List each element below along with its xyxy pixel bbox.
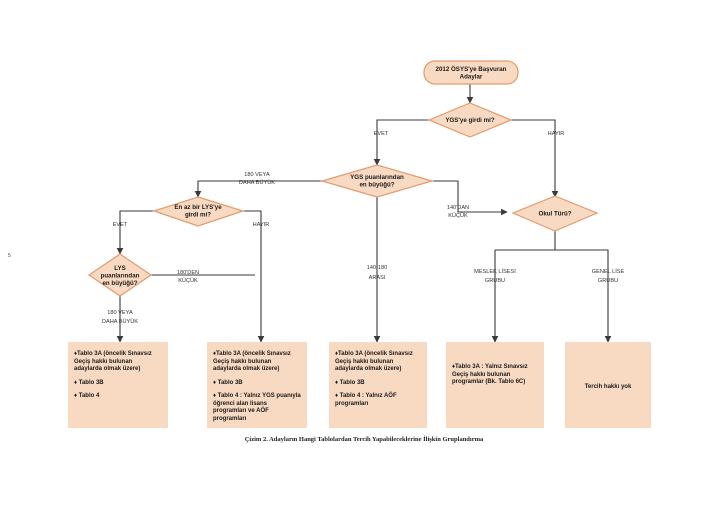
arrow-ygsscore-lt140 [432,180,508,216]
decision-ygs-label: YGS'ye girdi mi? [445,117,494,124]
label-lt180-a: 180'DEN [177,270,199,276]
label-range-a: 140-180 [367,265,388,271]
label-meslek-a: MESLEK LİSESİ [474,268,516,275]
label-hayir-2: HAYIR [253,222,270,228]
label-evet-1: EVET [374,131,389,137]
label-range-b: ARASI [369,275,386,281]
label-lt180-b: KÜÇÜK [178,277,198,284]
arrow-ygs-evet [373,119,429,166]
outcome-box-2-line: ♦ Tablo 4 : Yalnız YGS puanıyla öğrenci … [213,393,301,422]
start-node [423,60,519,85]
label-evet-2: EVET [113,222,128,228]
arrow-ygsscore-ge180 [194,180,322,198]
label-meslek-b: GRUBU [485,278,505,284]
outcome-box-3-line: ♦ Tablo 4 : Yalnız AÖF programları [335,393,397,407]
decision-lys-score [87,253,153,297]
outcome-box-1: ♦Tablo 3A (öncelik Sınavsız Geçiş hakkı … [68,342,168,428]
label-ge180-a: 180 VEYA [244,172,270,178]
decision-ygs-score [319,164,435,198]
decision-school [511,195,599,232]
figure-caption: Çizim 2. Adayların Hangi Tablolardan Ter… [244,436,484,443]
label-ge180b-b: DAHA BÜYÜK [102,318,138,325]
outcome-box-4-line: ♦Tablo 3A : Yalnız Sınavsız Geçiş hakkı … [452,364,528,385]
outcome-box-1-line: ♦ Tablo 3B [74,379,104,386]
outcome-box-3-line: ♦ Tablo 3B [335,379,365,386]
label-lt140-a: 140'DAN [447,205,469,211]
label-ge180-b: DAHA BÜYÜK [239,179,275,186]
outcome-box-1-line: ♦ Tablo 4 [74,393,100,399]
arrow-lys-hayir [243,210,265,343]
label-ge180b-a: 180 VEYA [107,310,133,316]
outcome-box-3: ♦Tablo 3A (öncelik Sınavsız Geçiş hakkı … [329,342,427,428]
connectors [116,84,612,343]
outcome-box-2: ♦Tablo 3A (öncelik Sınavsız Geçiş hakkı … [207,342,307,428]
outcome-box-1-line: ♦Tablo 3A (öncelik Sınavsız Geçiş hakkı … [74,351,152,372]
outcome-box-5: Tercih hakkı yok [565,342,651,428]
arrow-school-genel [495,249,612,343]
arrow-lys-evet [116,210,154,255]
label-genel-a: GENEL LİSE [592,268,625,275]
page-mark: 5 [8,253,11,259]
label-genel-b: GRUBU [598,278,618,284]
outcome-box-2-line: ♦Tablo 3A (öncelik Sınavsız Geçiş hakkı … [213,351,291,372]
outcome-box-2-line: ♦ Tablo 3B [213,379,243,386]
arrow-ygs-hayir [511,119,559,198]
label-hayir-1: HAYIR [548,131,565,137]
decision-ygs [427,102,513,138]
decision-school-label: Okul Türü? [539,211,572,218]
outcome-box-4: ♦Tablo 3A : Yalnız Sınavsız Geçiş hakkı … [446,342,544,428]
outcome-box-5-text: Tercih hakkı yok [584,383,632,390]
label-lt140-b: KÜÇÜK [448,212,468,219]
decision-lys [152,196,245,227]
outcome-box-3-line: ♦Tablo 3A (öncelik Sınavsız Geçiş hakkı … [335,351,413,372]
